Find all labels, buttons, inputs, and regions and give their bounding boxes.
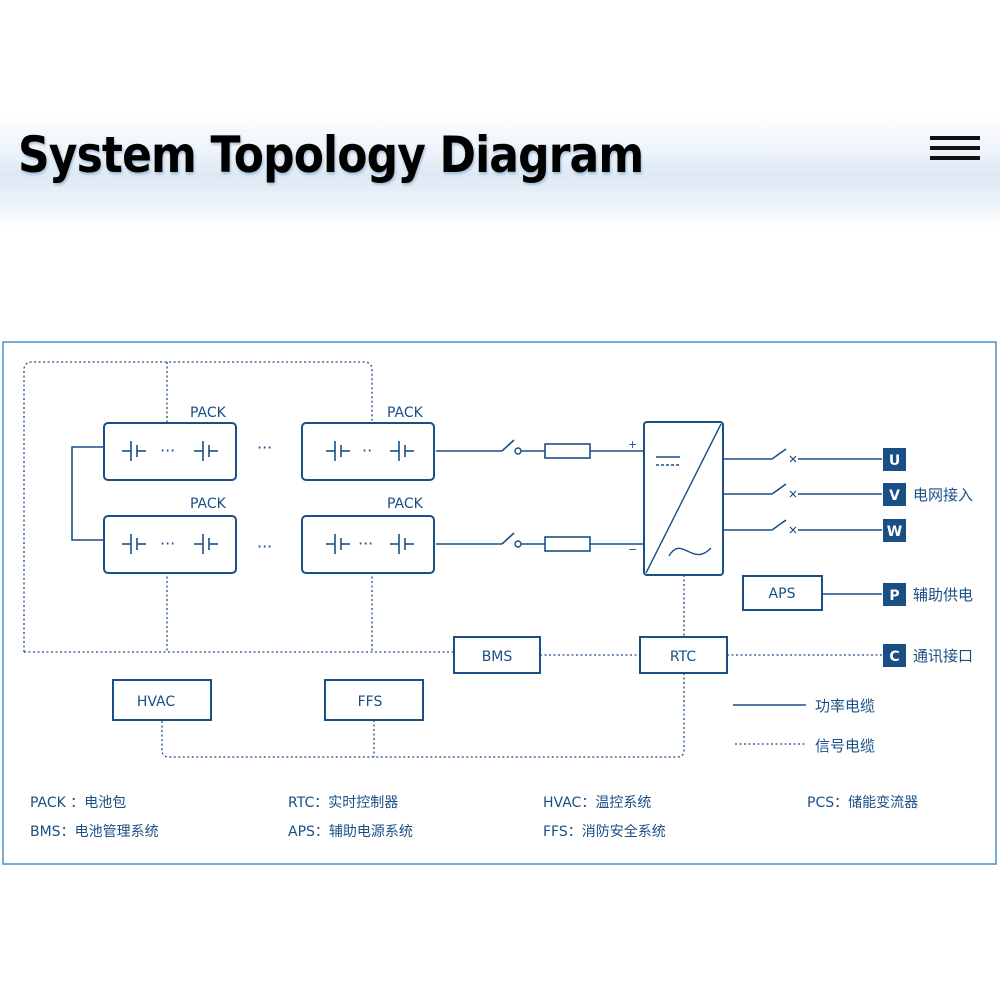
glossary-item: PCS：储能变流器 — [807, 795, 918, 811]
hvac-box: HVAC — [112, 679, 212, 721]
pack-ellipsis: ··· — [257, 537, 272, 556]
fuse-top — [544, 443, 591, 459]
svg-text:V: V — [889, 488, 900, 504]
svg-text:电网接入: 电网接入 — [913, 486, 973, 504]
terminal-v: V 电网接入 — [883, 483, 973, 506]
header-banner: System Topology Diagram — [0, 0, 1000, 230]
page-title: System Topology Diagram — [18, 126, 644, 184]
terminal-w: W — [883, 519, 906, 542]
pack-box: ··· — [103, 422, 237, 481]
pack-label: PACK — [190, 405, 227, 421]
glossary-item: FFS：消防安全系统 — [543, 823, 666, 840]
glossary-item: APS：辅助电源系统 — [288, 824, 413, 840]
svg-text:HVAC: HVAC — [137, 694, 176, 710]
glossary-item: BMS：电池管理系统 — [30, 824, 159, 840]
signal-lines — [23, 361, 882, 758]
fuse-bottom — [544, 536, 591, 552]
svg-text:RTC: RTC — [670, 649, 696, 665]
glossary-item: PACK ：电池包 — [30, 795, 126, 811]
pcs-minus-sign: − — [628, 543, 637, 556]
rtc-box: RTC — [639, 636, 728, 674]
battery-dots: ·· — [362, 441, 372, 460]
diagram-frame — [2, 341, 997, 865]
glossary-item: HVAC：温控系统 — [543, 795, 651, 811]
pack-label: PACK — [387, 405, 424, 421]
glossary-item: RTC：实时控制器 — [288, 795, 398, 811]
svg-text:APS: APS — [769, 586, 796, 602]
power-lines — [71, 439, 882, 706]
switch-contacts — [514, 447, 522, 548]
pcs-plus-sign: + — [628, 438, 637, 451]
svg-text:P: P — [889, 588, 899, 604]
pack-box: ·· — [301, 422, 435, 481]
aps-box: APS — [742, 575, 823, 611]
legend-signal-cable: 信号电缆 — [815, 737, 875, 755]
pack-label: PACK — [190, 496, 227, 512]
menu-icon[interactable] — [930, 136, 982, 164]
battery-dots: ··· — [358, 534, 373, 553]
pack-label: PACK — [387, 496, 424, 512]
pcs-converter — [643, 421, 724, 576]
pack-ellipsis: ··· — [257, 438, 272, 457]
pack-box: ··· — [103, 515, 237, 574]
breaker-marks — [789, 455, 797, 534]
svg-text:C: C — [889, 649, 899, 665]
pack-box: ··· — [301, 515, 435, 574]
terminal-c: C 通讯接口 — [883, 644, 973, 667]
svg-text:BMS: BMS — [482, 649, 513, 665]
svg-text:U: U — [889, 453, 900, 469]
battery-dots: ··· — [160, 441, 175, 460]
glossary: PACK ：电池包 RTC：实时控制器 HVAC：温控系统 PCS：储能变流器 … — [30, 795, 918, 840]
bms-box: BMS — [453, 636, 541, 674]
svg-text:通讯接口: 通讯接口 — [913, 647, 973, 665]
svg-text:W: W — [887, 524, 902, 540]
legend-power-cable: 功率电缆 — [815, 697, 875, 715]
terminal-u: U — [883, 448, 906, 471]
svg-text:辅助供电: 辅助供电 — [913, 586, 973, 604]
battery-dots: ··· — [160, 534, 175, 553]
ffs-box: FFS — [324, 679, 424, 721]
svg-text:FFS: FFS — [358, 694, 383, 710]
terminal-p: P 辅助供电 — [883, 583, 973, 606]
